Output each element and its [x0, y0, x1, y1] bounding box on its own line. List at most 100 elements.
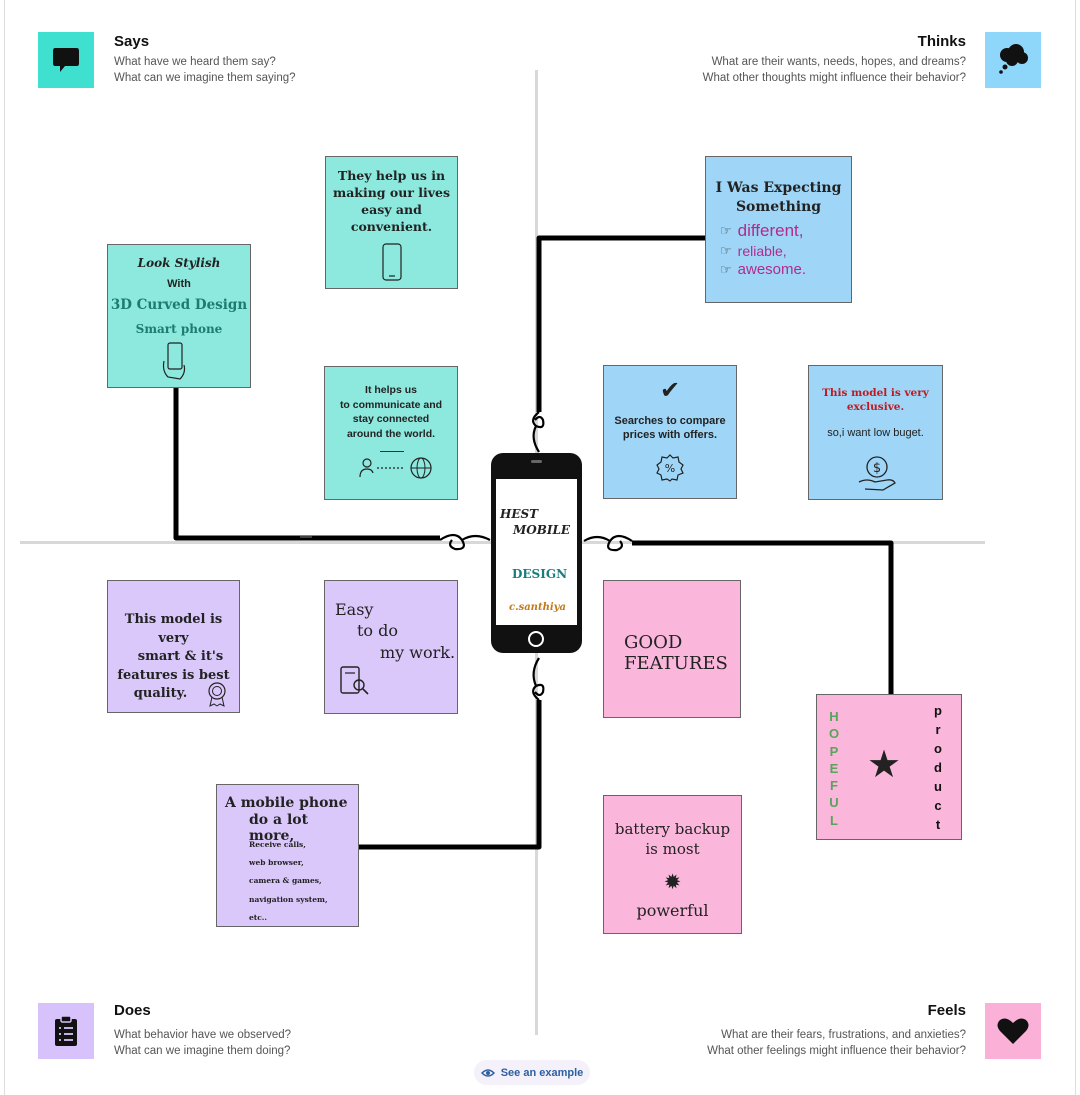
note-good-line-1: GOOD: [624, 632, 683, 653]
note-expecting-title-2: Something: [735, 199, 822, 215]
note-expecting-title: I Was Expecting Something: [706, 179, 851, 217]
eye-icon: [480, 1068, 495, 1077]
bullet-awesome: ☞ awesome.: [720, 261, 806, 278]
note-exclusive-line-1: This model is very: [822, 387, 929, 399]
note-exclusive: This model is very exclusive. so,i want …: [808, 365, 943, 500]
hopeful-letter: L: [830, 812, 838, 828]
feels-line-2: What other feelings might influence thei…: [707, 1045, 966, 1057]
note-exclusive-heading: This model is very exclusive.: [809, 386, 942, 414]
note-stylish-line-1: Look Stylish: [137, 256, 221, 270]
document-search-icon: [340, 666, 369, 695]
says-line-1: What have we heard them say?: [114, 56, 276, 68]
checkmark-icon: ✔: [659, 377, 681, 404]
note-mobile-list: Receive calls, web browser, camera & gam…: [249, 836, 328, 927]
note-searches-line-1: Searches to compare: [614, 415, 726, 427]
says-title: Says: [114, 33, 150, 50]
hopeful-letter: F: [830, 778, 838, 794]
bullet-different: ☞different,: [720, 221, 806, 241]
divider: [380, 451, 404, 452]
product-letter: d: [934, 760, 942, 775]
product-letter: c: [934, 798, 942, 813]
note-battery: battery backup is most ✹ powerful: [603, 795, 742, 934]
does-icon: [38, 1003, 94, 1059]
note-exclusive-line-3: so,i want low buget.: [827, 427, 924, 439]
product-letter: r: [935, 722, 941, 737]
phone-text-author: c.santhiya: [509, 602, 566, 613]
product-letter: u: [934, 779, 942, 794]
svg-text:$: $: [873, 461, 881, 476]
discount-badge-icon: %: [656, 454, 684, 482]
phone-text-mobile: MOBILE: [513, 523, 571, 537]
note-smart: This model is very smart & it's features…: [107, 580, 240, 713]
gear-badge-icon: ✹: [663, 871, 682, 894]
note-expecting: I Was Expecting Something ☞different, ☞r…: [705, 156, 852, 303]
bullet-reliable: ☞reliable,: [720, 243, 806, 259]
says-line-2: What can we imagine them saying?: [114, 72, 296, 84]
phone-illustration: HEST MOBILE DESIGN c.santhiya: [491, 453, 582, 653]
phone-speaker: [531, 460, 542, 463]
note-communicate-line-2: to communicate and: [339, 398, 443, 411]
note-communicate-line-3: stay connected: [352, 413, 430, 425]
thinks-line-1: What are their wants, needs, hopes, and …: [711, 56, 966, 68]
says-subtitle: What have we heard them say? What can we…: [114, 54, 296, 86]
note-good-text: GOOD FEATURES: [624, 632, 728, 674]
note-communicate: It helps us to communicate and stay conn…: [324, 366, 458, 500]
product-letter: p: [934, 703, 942, 718]
phone-text-design: DESIGN: [512, 567, 568, 581]
thinks-line-2: What other thoughts might influence thei…: [702, 72, 966, 84]
thinks-title: Thinks: [917, 33, 966, 50]
note-expecting-title-1: I Was Expecting: [715, 180, 842, 196]
hopeful-letter: U: [829, 795, 839, 811]
star-icon: ★: [867, 744, 902, 786]
product-letter: t: [935, 817, 941, 832]
bullet-different-text: different,: [737, 221, 804, 240]
hand-phone-icon: [162, 342, 186, 380]
note-battery-text: battery backup is most: [604, 819, 741, 859]
feels-line-1: What are their fears, frustrations, and …: [721, 1029, 966, 1041]
note-mobile-more: A mobile phone do a lot more, Receive ca…: [216, 784, 359, 927]
note-exclusive-line-2: exclusive.: [846, 401, 905, 413]
feels-subtitle: What are their fears, frustrations, and …: [707, 1027, 966, 1059]
pointing-hand-icon: ☞: [720, 261, 732, 277]
note-mobile-line-2: do a lot more,: [249, 812, 309, 844]
note-searches-text: Searches to compare prices with offers.: [604, 414, 736, 442]
note-mobile-item-3: camera & games,: [249, 876, 322, 886]
phone-text-hest: HEST: [500, 507, 539, 521]
hopeful-letter: E: [829, 760, 839, 776]
hopeful-letter: O: [828, 726, 840, 742]
product-letter: o: [934, 741, 942, 756]
see-example-button[interactable]: See an example: [474, 1060, 590, 1085]
note-good-features: GOOD FEATURES: [603, 580, 741, 718]
money-hand-icon: $: [858, 456, 896, 491]
note-communicate-text: It helps us to communicate and stay conn…: [325, 383, 457, 441]
note-battery-line-3: powerful: [636, 901, 709, 920]
note-smart-line-3: features is best: [117, 667, 230, 683]
note-mobile-line-1: A mobile phone: [225, 795, 348, 811]
note-help-lives-text: They help us in making our lives easy an…: [332, 168, 451, 234]
does-title: Does: [114, 1002, 151, 1019]
note-easy-line-2: to do: [357, 621, 399, 640]
award-badge-icon: [208, 682, 226, 707]
note-help-lives: They help us in making our lives easy an…: [325, 156, 458, 289]
bullet-awesome-text: awesome.: [737, 261, 807, 278]
note-mobile-item-4: navigation system,: [249, 894, 328, 904]
note-stylish-line-3: 3D Curved Design: [110, 297, 248, 313]
note-easy: Easy to do my work.: [324, 580, 458, 714]
thinks-subtitle: What are their wants, needs, hopes, and …: [703, 54, 966, 86]
note-mobile-item-2: web browser,: [249, 858, 304, 868]
thinks-icon: [985, 32, 1041, 88]
note-smart-line-2: smart & it's: [137, 649, 224, 664]
hopeful-letter: H: [829, 709, 839, 724]
phone-home-button: [528, 631, 544, 647]
feels-icon: [985, 1003, 1041, 1059]
does-subtitle: What behavior have we observed? What can…: [114, 1027, 291, 1059]
see-example-label: See an example: [500, 1066, 584, 1079]
pointing-hand-icon: ☞: [720, 243, 732, 258]
note-smart-text: This model is very smart & it's features…: [108, 611, 239, 704]
note-battery-line-1: battery backup: [614, 820, 731, 838]
hopeful-letter: P: [829, 743, 839, 759]
note-communicate-line-4: around the world.: [346, 427, 436, 440]
